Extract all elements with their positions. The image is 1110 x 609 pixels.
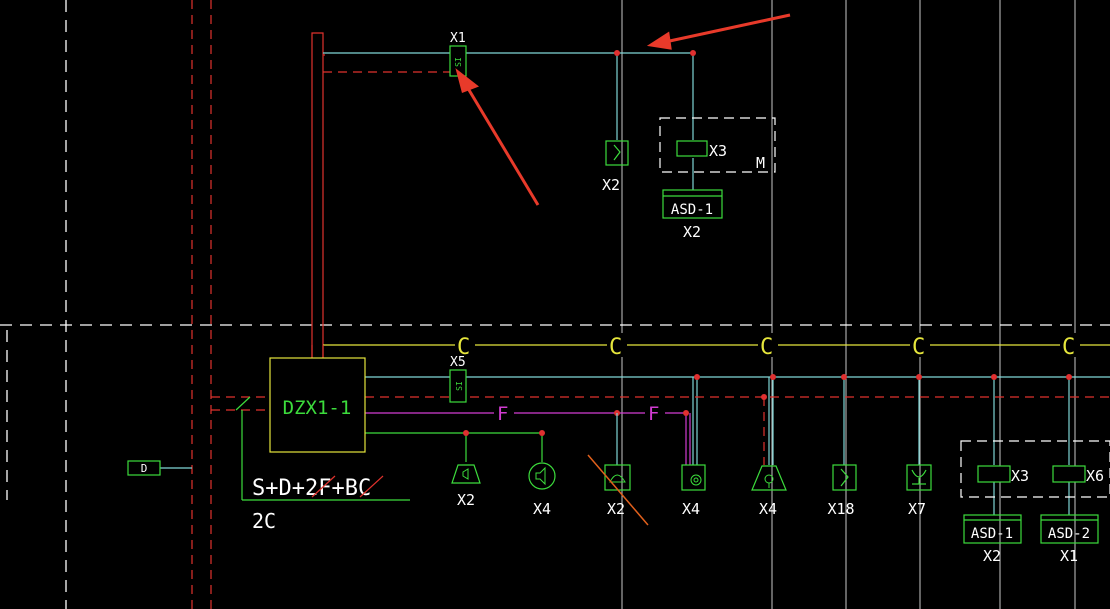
d-box-label: D — [141, 462, 148, 475]
smoke-detector-label: X7 — [908, 500, 926, 518]
panel-dzx1-1[interactable]: DZX1-1 — [269, 357, 366, 453]
sl-module-bottom[interactable]: SI X5 — [449, 355, 467, 403]
sl-module-top-text: SI — [454, 57, 463, 67]
panel-riser — [311, 345, 324, 358]
cable-annotation: S+D+2F+BC 2C — [235, 396, 410, 533]
alarm-bell-device[interactable]: X4 — [751, 465, 787, 518]
d-box[interactable]: D — [127, 460, 192, 476]
f-letter-1: F — [497, 403, 508, 425]
switch-device[interactable]: X18 — [827, 464, 857, 518]
asd-top-label: ASD-1 — [671, 202, 713, 218]
c-letter-2: C — [609, 335, 622, 360]
cable-count: 2C — [252, 509, 276, 533]
c-letter-4: C — [912, 335, 925, 360]
device-box-top[interactable]: X3 M — [659, 117, 776, 173]
sounder-label: X2 — [457, 491, 475, 509]
annotation-arrows — [455, 13, 791, 206]
bc-bus — [365, 432, 543, 462]
asd2-bottom[interactable]: ASD-2 X1 — [1040, 514, 1099, 565]
sl-module-bottom-text: SI — [455, 381, 464, 391]
top-wire — [323, 52, 694, 190]
cable-spec: S+D+2F+BC — [252, 476, 371, 501]
group-item1-label: X3 — [1011, 467, 1029, 485]
f-letter-2: F — [648, 403, 659, 425]
device-group-box[interactable]: X3 X6 — [960, 440, 1110, 498]
c-letter-1: C — [457, 335, 470, 360]
vertical-reference-lines — [621, 0, 1076, 609]
asd1-bottom-sub: X2 — [983, 547, 1001, 565]
asd-top[interactable]: ASD-1 X2 — [662, 189, 723, 241]
smoke-detector-device[interactable]: X7 — [906, 464, 932, 518]
manual-call-point-label: X4 — [682, 500, 700, 518]
sl-module-top[interactable]: SI X1 — [449, 31, 467, 77]
riser-dashed-lines — [191, 0, 212, 609]
manual-call-point-device[interactable]: X4 — [681, 464, 706, 518]
sl-module-bottom-label: X5 — [450, 355, 466, 370]
sl-module-top-label: X1 — [450, 31, 466, 46]
c-letter-5: C — [1062, 335, 1075, 360]
panel-label: DZX1-1 — [283, 397, 352, 419]
asd-top-sub: X2 — [683, 223, 701, 241]
c-bus-letters: C C C C C — [455, 333, 1080, 360]
s-bus — [365, 376, 1110, 515]
switch-top-label: X2 — [602, 176, 620, 194]
asd2-bottom-label: ASD-2 — [1048, 526, 1090, 542]
asd1-bottom[interactable]: ASD-1 X2 — [963, 514, 1022, 565]
fire-phone-label: X2 — [607, 500, 625, 518]
switch-top[interactable]: X2 — [602, 140, 629, 194]
top-nodes — [614, 50, 696, 56]
asd1-bottom-label: ASD-1 — [971, 526, 1013, 542]
d-bus — [211, 396, 1110, 465]
c-letter-3: C — [760, 335, 773, 360]
switch-label: X18 — [827, 500, 854, 518]
bottom-nodes — [463, 374, 1072, 436]
asd2-bottom-sub: X1 — [1060, 547, 1078, 565]
f-bus-letters: F F — [494, 402, 665, 425]
group-item2-label: X6 — [1086, 467, 1104, 485]
speaker-label: X4 — [533, 500, 551, 518]
speaker-device[interactable]: X4 — [528, 462, 556, 518]
device-box-top-letter: M — [756, 154, 765, 172]
fire-phone-device[interactable]: X2 — [587, 413, 649, 526]
top-riser — [311, 32, 450, 358]
sounder-device[interactable]: X2 — [451, 464, 481, 509]
device-box-top-label: X3 — [709, 142, 727, 160]
alarm-bell-label: X4 — [759, 500, 777, 518]
f-bus — [365, 412, 691, 465]
